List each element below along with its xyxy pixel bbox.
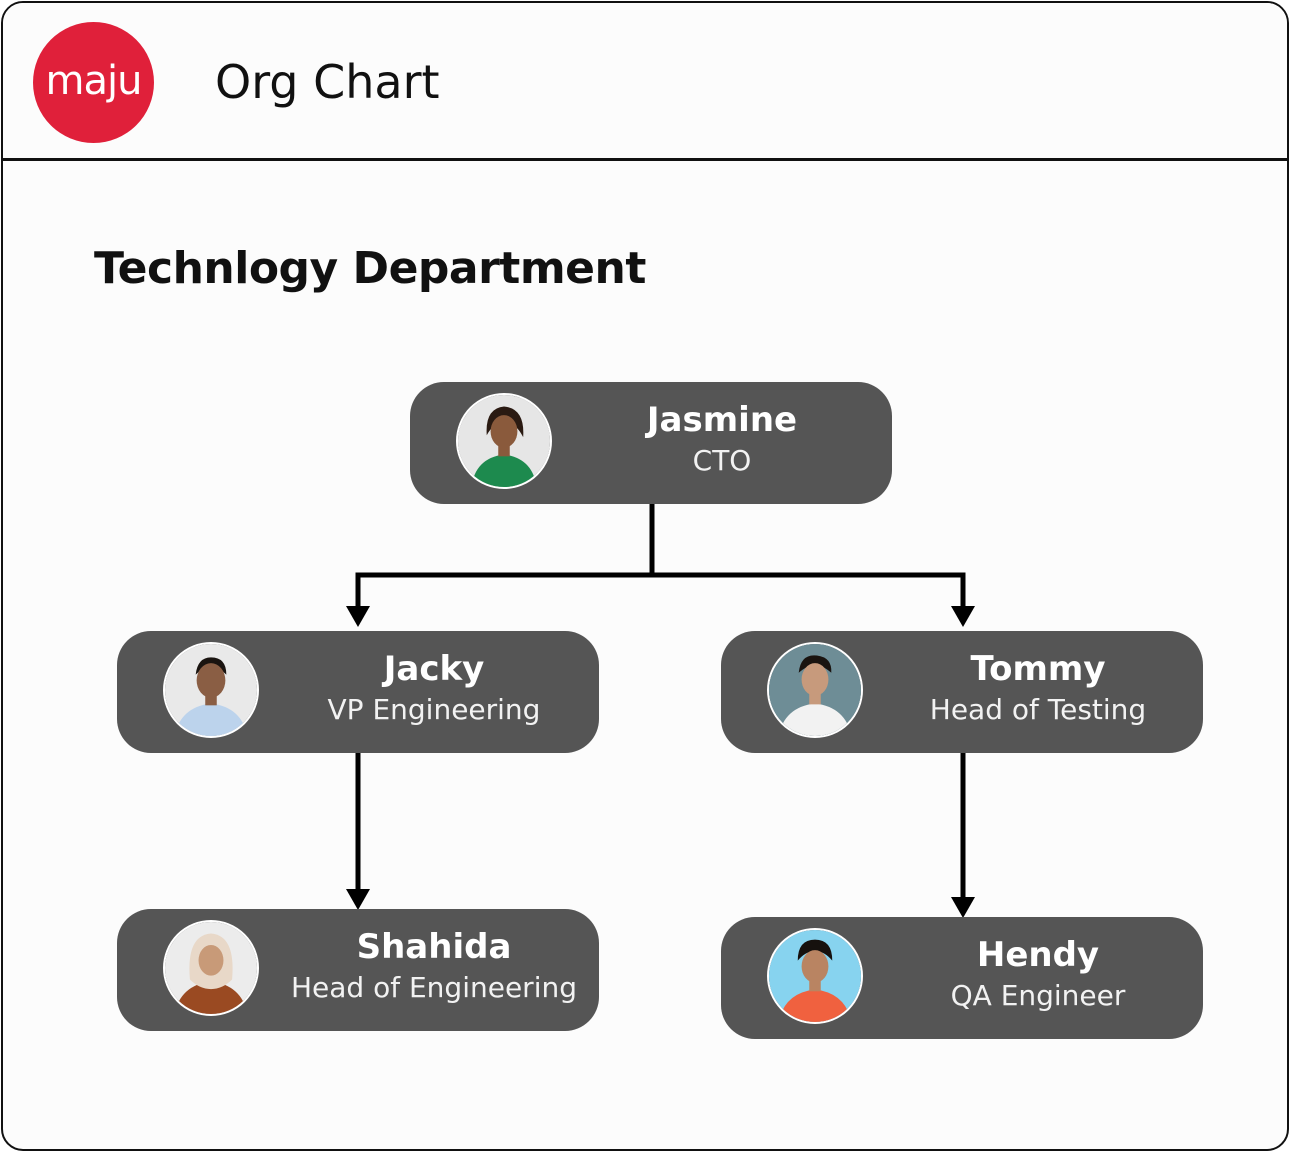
header-bar: maju Org Chart	[3, 3, 1287, 161]
node-tommy[interactable]: Tommy Head of Testing	[721, 631, 1203, 753]
node-name: Hendy	[976, 935, 1100, 975]
node-name: Jacky	[383, 649, 485, 689]
node-jasmine[interactable]: Jasmine CTO	[410, 382, 892, 504]
node-name: Jasmine	[646, 400, 798, 440]
connector-lines	[346, 501, 975, 918]
avatar-tommy	[767, 642, 863, 738]
arrow-to-jacky	[346, 606, 370, 627]
avatar-jacky	[163, 642, 259, 738]
node-role: Head of Engineering	[290, 971, 577, 1004]
avatar-hendy	[767, 928, 863, 1024]
node-role: VP Engineering	[327, 693, 541, 726]
avatar-jasmine	[456, 393, 552, 489]
node-jacky[interactable]: Jacky VP Engineering	[117, 631, 599, 753]
node-hendy[interactable]: Hendy QA Engineer	[721, 917, 1203, 1039]
node-role: CTO	[692, 444, 752, 477]
node-shahida[interactable]: Shahida Head of Engineering	[117, 909, 599, 1031]
node-role: Head of Testing	[929, 693, 1147, 726]
page-title: Org Chart	[215, 55, 440, 109]
arrow-to-shahida	[346, 889, 370, 910]
node-role: QA Engineer	[950, 979, 1126, 1012]
maju-logo[interactable]: maju	[33, 22, 154, 143]
department-title: Technlogy Department	[94, 243, 646, 294]
arrow-to-hendy	[951, 897, 975, 918]
arrow-to-tommy	[951, 606, 975, 627]
avatar-shahida	[163, 920, 259, 1016]
logo-text: maju	[45, 57, 143, 104]
node-name: Shahida	[356, 927, 512, 967]
node-name: Tommy	[970, 649, 1106, 689]
